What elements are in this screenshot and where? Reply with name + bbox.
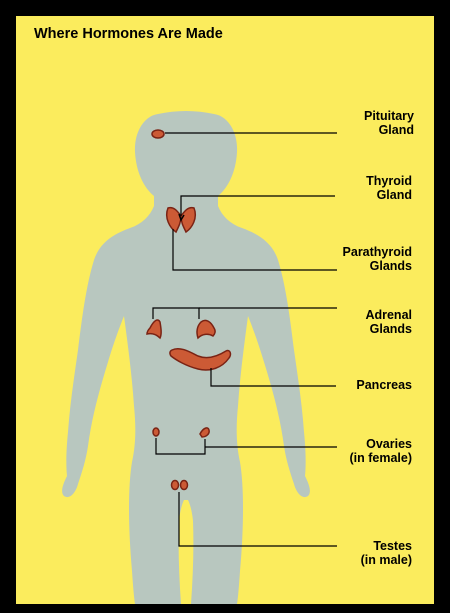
label-line: Pituitary <box>364 109 414 123</box>
label-line: Pancreas <box>356 378 412 392</box>
label-line: Adrenal <box>365 308 412 322</box>
diagram-panel: Where Hormones Are Made <box>16 16 434 604</box>
label-line: Parathyroid <box>343 245 412 259</box>
testis-left <box>172 481 179 490</box>
label-pituitary-gland: Pituitary Gland <box>364 109 414 137</box>
label-line: Gland <box>366 188 412 202</box>
label-line: (in male) <box>361 553 412 567</box>
label-line: Gland <box>364 123 414 137</box>
label-line: (in female) <box>349 451 412 465</box>
label-thyroid-gland: Thyroid Gland <box>366 174 412 202</box>
label-ovaries: Ovaries (in female) <box>349 437 412 465</box>
label-testes: Testes (in male) <box>361 539 412 567</box>
label-line: Glands <box>343 259 412 273</box>
label-line: Ovaries <box>349 437 412 451</box>
label-adrenal-glands: Adrenal Glands <box>365 308 412 336</box>
label-parathyroid-glands: Parathyroid Glands <box>343 245 412 273</box>
testis-right <box>181 481 188 490</box>
label-line: Thyroid <box>366 174 412 188</box>
label-line: Testes <box>361 539 412 553</box>
label-pancreas: Pancreas <box>356 378 412 392</box>
pituitary-gland <box>152 130 164 138</box>
ovary-left <box>153 428 159 436</box>
label-line: Glands <box>365 322 412 336</box>
